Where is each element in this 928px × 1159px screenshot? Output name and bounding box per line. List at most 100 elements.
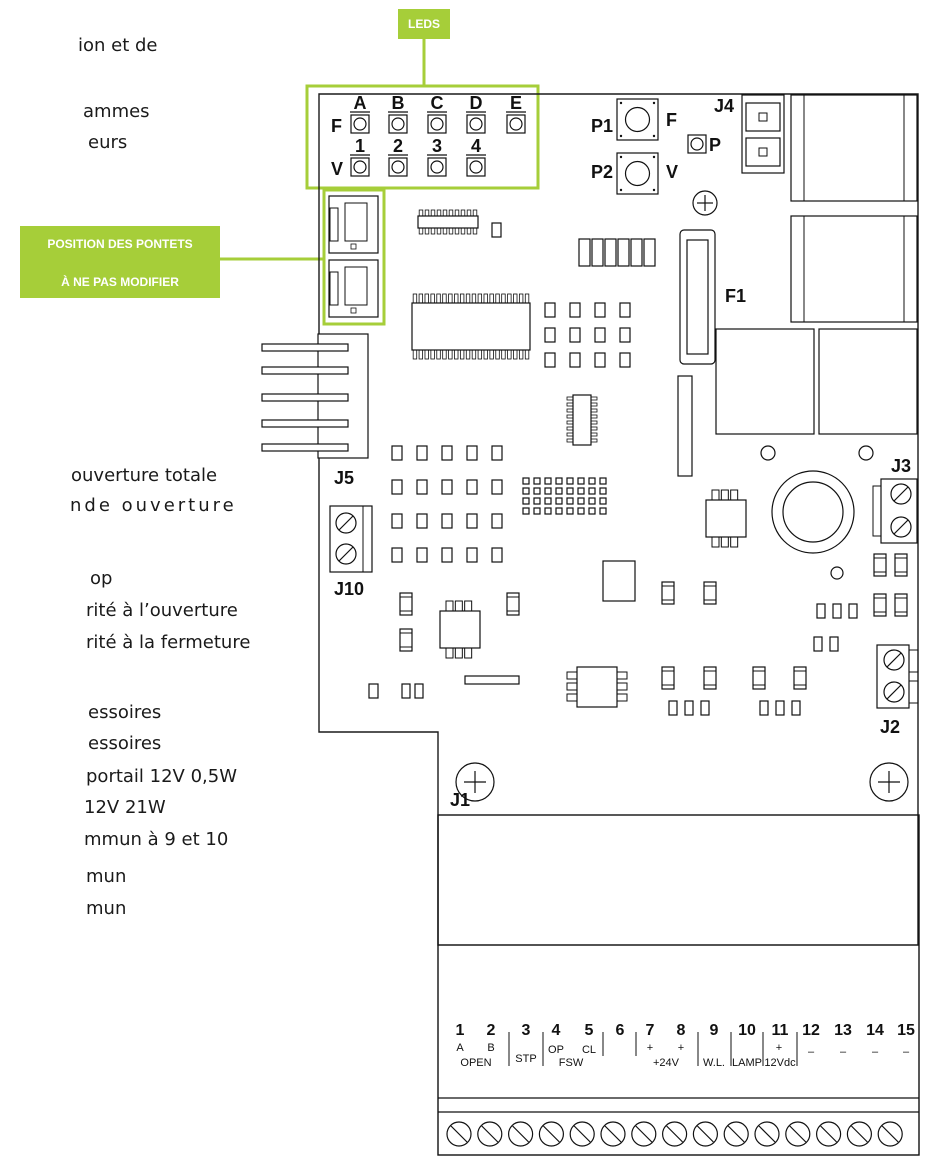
diode-5 xyxy=(703,581,717,605)
terminal-number-9: 9 xyxy=(710,1022,719,1039)
terminal-screw-slot-2 xyxy=(481,1125,499,1143)
terminal-screw-2 xyxy=(477,1121,503,1147)
led-label-a: A xyxy=(354,93,367,113)
ic-dip-left-pin-t-2 xyxy=(464,600,473,612)
led-2 xyxy=(388,157,408,177)
smd-dense-2-3 xyxy=(555,497,563,505)
term2-sublabel: B xyxy=(487,1042,494,1054)
terminal-number-1: 1 xyxy=(456,1022,465,1039)
smd-dense-0-6 xyxy=(588,477,596,485)
smd-grid-a-0-0 xyxy=(544,302,556,318)
smd-grid-b-0-3 xyxy=(466,445,478,461)
smd-grid-b-2-0 xyxy=(391,513,403,529)
smd-dense-3-6 xyxy=(588,507,596,515)
smd-bl-3 xyxy=(414,683,424,699)
terminal-screw-1 xyxy=(446,1121,472,1147)
ic-main-pin-bot-18 xyxy=(518,349,524,360)
ic-vertical-pin-r-3 xyxy=(590,414,598,419)
fsw-label: FSW xyxy=(559,1057,584,1069)
ic-dip-right-pin-b-0 xyxy=(711,536,720,548)
smd-grid-b-3-1 xyxy=(416,547,428,563)
ic-dip-right-pin-t-1 xyxy=(720,489,729,501)
smd-b-2 xyxy=(684,700,694,716)
ic-vertical-pin-r-6 xyxy=(590,432,598,437)
p-led xyxy=(687,134,707,154)
smd-grid-b-0-0 xyxy=(391,445,403,461)
text-fragment-14: mun xyxy=(86,898,126,919)
j1-label: J1 xyxy=(450,790,470,810)
smd-grid-a-1-1 xyxy=(569,327,581,343)
hole-small-2 xyxy=(858,445,874,461)
smd-dense-1-2 xyxy=(544,487,552,495)
terminal-screw-8 xyxy=(661,1121,688,1147)
terminal-screw-12 xyxy=(785,1121,811,1147)
smd-b-3 xyxy=(700,700,710,716)
ic-main-pin-bot-11 xyxy=(477,349,483,360)
ic-small-top-pin-bot-0 xyxy=(418,227,424,235)
smd-dense-2-1 xyxy=(533,497,541,505)
smd-grid-b-3-2 xyxy=(441,547,453,563)
diode-12 xyxy=(752,666,766,690)
ic-small-top-pin-top-3 xyxy=(436,209,442,217)
smd-dense-3-7 xyxy=(599,507,607,515)
terminal-screw-slot-4 xyxy=(542,1125,560,1143)
led-b xyxy=(388,114,408,134)
text-fragment-13: mun xyxy=(86,866,126,887)
smd-dense-2-5 xyxy=(577,497,585,505)
text-fragment-8: essoires xyxy=(88,702,161,723)
diode-2 xyxy=(399,628,413,652)
leds-callout: LEDS xyxy=(305,9,540,190)
ic-vertical-pin-l-4 xyxy=(566,420,574,425)
led-1 xyxy=(350,157,370,177)
diode-11 xyxy=(703,666,717,690)
smd-dense-0-0 xyxy=(522,477,530,485)
smd-grid-b-2-1 xyxy=(416,513,428,529)
diode-6 xyxy=(873,553,887,577)
ic-main-pin-top-19 xyxy=(524,293,530,304)
p1-button xyxy=(616,98,659,141)
square-component xyxy=(602,560,636,602)
terminal-number-12: 12 xyxy=(802,1022,820,1039)
ic-main-pin-top-7 xyxy=(454,293,459,304)
ic-dip-center-pin-l-1 xyxy=(566,682,578,691)
ic-vertical-pin-l-2 xyxy=(566,408,574,413)
stp-label: STP xyxy=(515,1053,536,1065)
mounting-hole-bottom-left xyxy=(455,762,495,802)
diode-8 xyxy=(873,593,887,617)
ic-small-top xyxy=(417,209,479,235)
push-buttons: P1 F P2 V P xyxy=(591,98,721,195)
ic-main-pin-top-18 xyxy=(518,293,524,304)
ic-small-top-pin-top-6 xyxy=(454,209,460,217)
terminal-screw-9 xyxy=(692,1121,719,1147)
smd-grid-b-0-1 xyxy=(416,445,428,461)
ic-vertical-pin-l-0 xyxy=(566,396,574,401)
smd-dense-2-6 xyxy=(588,497,596,505)
term14-minus: – xyxy=(872,1046,879,1058)
p1-label: P1 xyxy=(591,116,613,136)
smd-dense-3-4 xyxy=(566,507,574,515)
smd-dense-0-5 xyxy=(577,477,585,485)
diode-10 xyxy=(661,666,675,690)
ic-dip-center-pin-r-1 xyxy=(616,682,628,691)
smd-r-1 xyxy=(816,603,826,619)
left-description-text: ion et de ammes eurs ouverture totale nd… xyxy=(70,35,250,919)
smd-dense-2-7 xyxy=(599,497,607,505)
terminal-screw-7 xyxy=(631,1121,657,1147)
resistor-array-1 xyxy=(591,238,604,267)
ic-main-pin-bot-2 xyxy=(424,349,429,360)
smd-grid-b-3-4 xyxy=(491,547,503,563)
ic-main-pin-bot-3 xyxy=(430,349,435,360)
ic-main-pin-top-16 xyxy=(507,293,512,304)
smd-dense-1-1 xyxy=(533,487,541,495)
ic-main-pin-bot-17 xyxy=(513,349,518,360)
j2-connector: J2 xyxy=(876,644,919,737)
ic-main-body xyxy=(411,302,531,351)
smd-dense-3-2 xyxy=(544,507,552,515)
ic-dip-right-pin-t-2 xyxy=(730,489,739,501)
p-led-label: P xyxy=(709,135,721,155)
led-d xyxy=(466,114,486,134)
smd-dense-3-5 xyxy=(577,507,585,515)
diode-9 xyxy=(894,593,908,617)
smd-dense-3-3 xyxy=(555,507,563,515)
